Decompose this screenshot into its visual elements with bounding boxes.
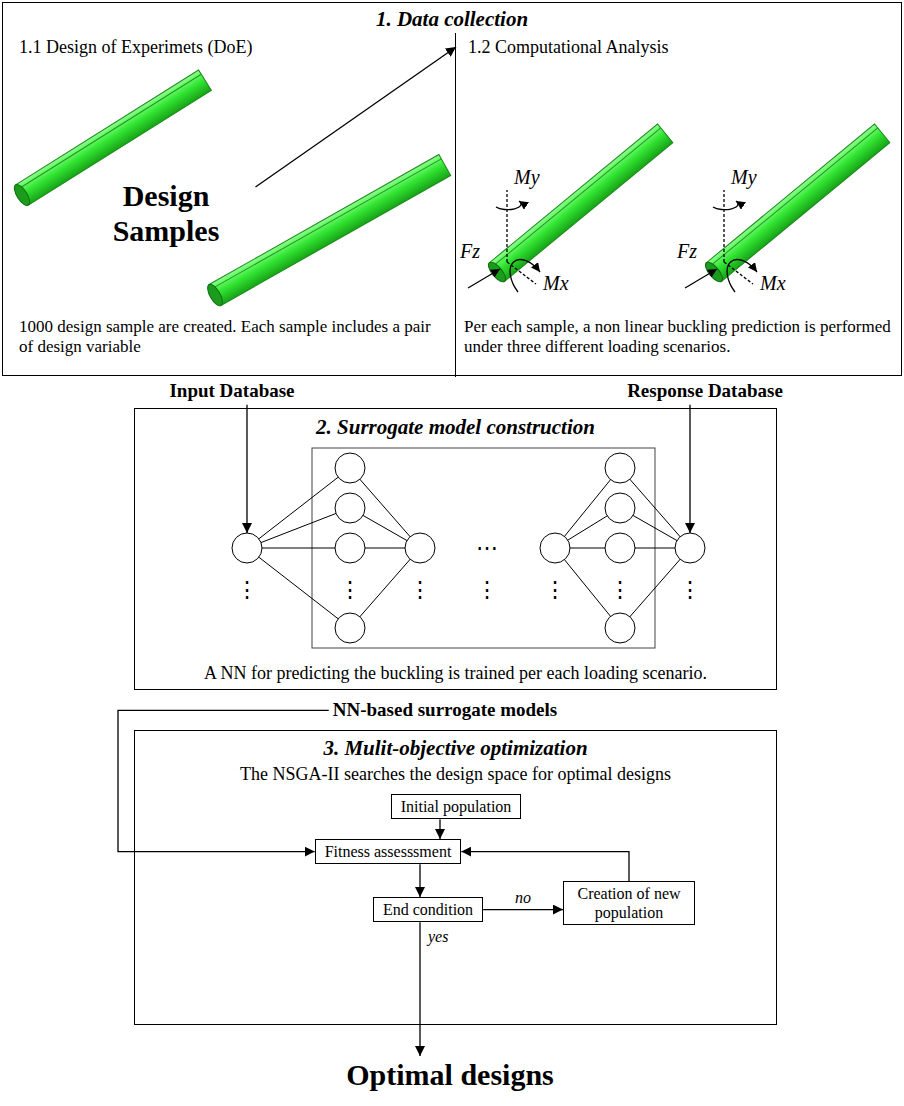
stage-box: 2. Surrogate model construction A NN for … <box>134 408 777 690</box>
connector-arrow <box>483 909 563 910</box>
database-label: Response Database <box>627 380 783 403</box>
connector-arrow <box>689 405 690 533</box>
ellipsis: ⋮ <box>679 578 701 602</box>
tube <box>703 124 890 284</box>
process-box: Creation of new population <box>563 881 695 925</box>
ellipsis: ⋯ <box>476 536 498 560</box>
process-box: End condition <box>373 897 483 922</box>
stage-box: Design Samples 1.1 Design of Experimets (… <box>2 2 902 376</box>
stage-title: 1. Data collection <box>3 7 901 32</box>
node-text: Design Samples <box>79 179 254 248</box>
stage-box: Initial populationFitness assesssmentEnd… <box>134 730 777 1025</box>
ellipsis: ⋮ <box>544 578 566 602</box>
process-box: Fitness assesssment <box>315 839 462 864</box>
process-box: Initial population <box>391 794 522 819</box>
node-text: Response Database <box>627 380 783 403</box>
panel-heading: 1.2 Computational Analysis <box>468 37 888 59</box>
node-text: NN-based surrogate models <box>333 699 557 722</box>
connector-arrow <box>246 405 247 533</box>
design-samples-label: Design Samples <box>79 179 254 248</box>
stage-note: The NSGA-II searches the design space fo… <box>135 764 776 786</box>
ellipsis: ⋮ <box>236 578 258 602</box>
connector-arrow <box>419 922 420 1056</box>
tube <box>205 155 451 308</box>
edge-label: no <box>513 889 533 907</box>
ellipsis: ⋮ <box>409 578 431 602</box>
connector-arrow <box>419 864 420 897</box>
load-label: My <box>731 166 757 188</box>
connector-arrow <box>256 47 457 187</box>
node-text: Optimal designs <box>346 1058 554 1093</box>
ellipsis: ⋮ <box>476 578 498 602</box>
connector-arrow <box>439 819 440 839</box>
load-label: My <box>514 166 540 188</box>
node-text: Fitness assesssment <box>325 842 452 861</box>
stage-title: 3. Mulit-objective optimization <box>135 736 776 761</box>
panel-note: 1000 design sample are created. Each sam… <box>19 317 444 358</box>
surrogate-label: NN-based surrogate models <box>333 699 557 722</box>
load-label: Mx <box>760 272 786 294</box>
stage-title: 2. Surrogate model construction <box>135 415 776 440</box>
neural-network <box>232 448 705 648</box>
load-label: Mx <box>543 272 569 294</box>
ellipsis: ⋮ <box>609 578 631 602</box>
node-text: Initial population <box>401 797 512 816</box>
node-text: Creation of new population <box>573 884 685 922</box>
node-text: End condition <box>383 900 473 919</box>
panel-heading: 1.1 Design of Experimets (DoE) <box>19 37 439 59</box>
database-label: Input Database <box>169 380 294 403</box>
tube <box>486 124 673 284</box>
node-text: Input Database <box>169 380 294 403</box>
load-label: Fz <box>460 240 480 262</box>
panel-note: Per each sample, a non linear buckling p… <box>464 317 896 358</box>
result-label: Optimal designs <box>346 1058 554 1093</box>
load-label: Fz <box>677 240 697 262</box>
edge-label: yes <box>426 928 450 946</box>
ellipsis: ⋮ <box>339 578 361 602</box>
panel: Design Samples 1.1 Design of Experimets (… <box>3 33 456 377</box>
stage-note: A NN for predicting the buckling is trai… <box>135 663 776 685</box>
panel: 1.2 Computational AnalysisPer each sampl… <box>456 33 903 377</box>
connector-arrow <box>461 852 629 881</box>
